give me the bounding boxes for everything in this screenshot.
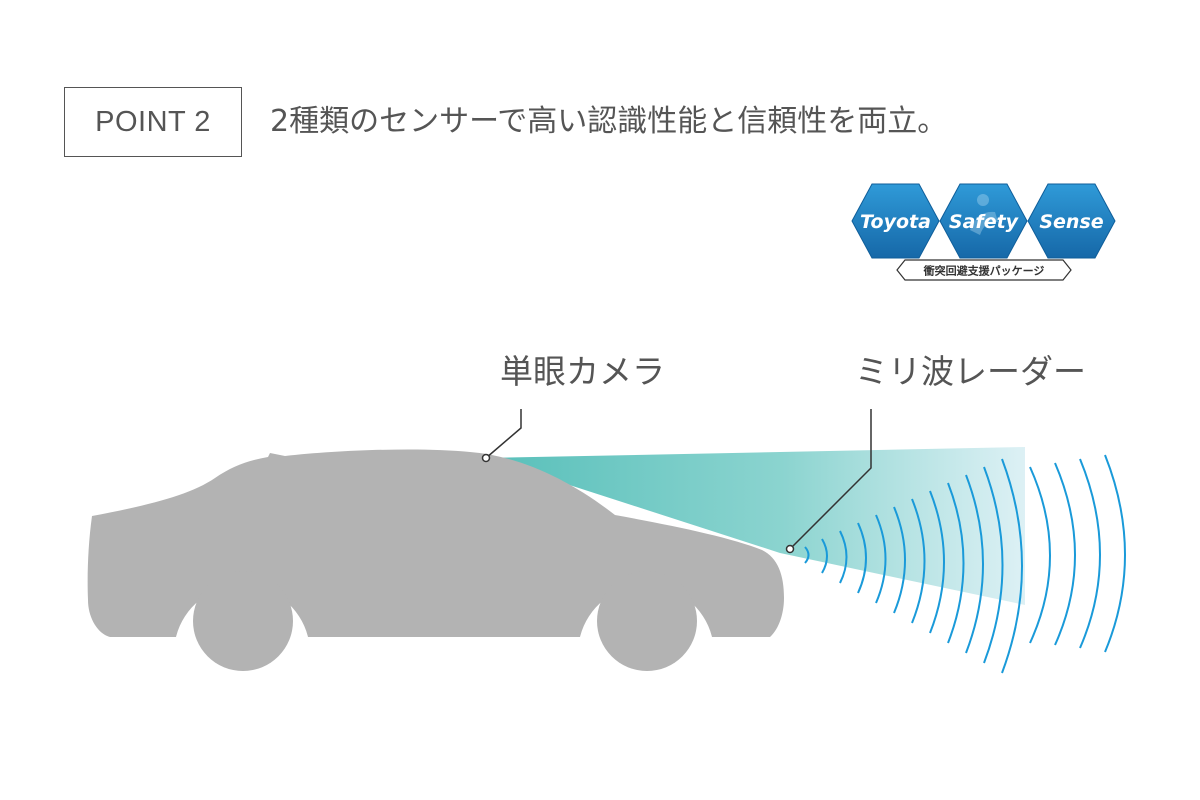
radar-leader bbox=[785, 409, 872, 554]
camera-label: 単眼カメラ bbox=[500, 352, 665, 391]
logo-subtitle: 衝突回避支援パッケージ bbox=[923, 264, 1045, 278]
logo-word-safety: Safety bbox=[949, 211, 1020, 233]
headline: 2種類のセンサーで高い認識性能と信頼性を両立。 bbox=[270, 104, 948, 139]
logo-word-sense: Sense bbox=[1039, 211, 1103, 233]
logo-figure-icon bbox=[970, 194, 998, 235]
radar-waves bbox=[804, 454, 1126, 674]
camera-leader bbox=[481, 409, 522, 463]
camera-beam bbox=[486, 447, 1025, 605]
logo-hex-safety bbox=[939, 183, 1028, 259]
logo-hex-toyota bbox=[851, 183, 940, 259]
logo-word-toyota: Toyota bbox=[860, 211, 931, 233]
logo-hex-sense bbox=[1027, 183, 1116, 259]
car-silhouette bbox=[87, 449, 784, 671]
logo-subtitle-banner bbox=[896, 259, 1072, 281]
toyota-safety-sense-logo: Toyota Safety Sense 衝突回避支援パッケージ bbox=[851, 183, 1116, 281]
point-label: POINT 2 bbox=[95, 105, 211, 138]
point-label-box: POINT 2 bbox=[64, 87, 242, 157]
radar-label: ミリ波レーダー bbox=[855, 352, 1086, 391]
